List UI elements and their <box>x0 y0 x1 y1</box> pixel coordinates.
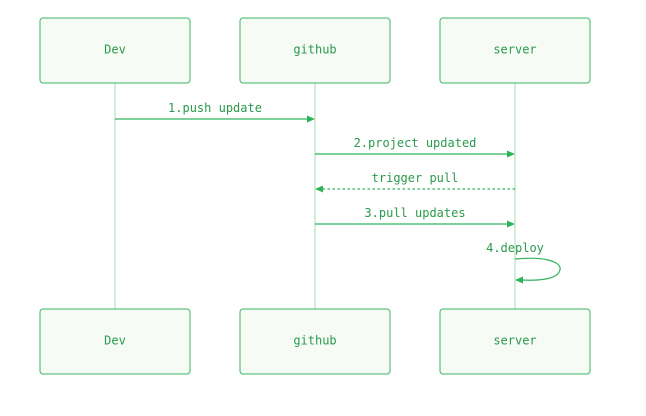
message-1-label: 1.push update <box>168 101 262 115</box>
actor-top-dev-label: Dev <box>104 43 126 57</box>
message-push-update: 1.push update <box>115 101 315 123</box>
actor-top-dev: Dev <box>39 17 191 84</box>
arrowhead <box>507 150 515 158</box>
message-5-label: 4.deploy <box>486 241 544 255</box>
actor-top-server-label: server <box>493 43 536 57</box>
actor-top-github-label: github <box>293 43 336 57</box>
message-3-label: trigger pull <box>372 171 459 185</box>
message-pull-updates: 3.pull updates <box>315 206 515 228</box>
actor-bottom-github-label: github <box>293 334 336 348</box>
actor-top-server: server <box>439 17 591 84</box>
arrowhead <box>307 115 315 123</box>
message-4-label: 3.pull updates <box>364 206 465 220</box>
message-deploy: 4.deploy <box>486 241 561 284</box>
actor-top-github: github <box>239 17 391 84</box>
arrowhead <box>507 220 515 228</box>
actor-bottom-server-label: server <box>493 334 536 348</box>
arrowhead <box>515 276 523 284</box>
actor-bottom-dev: Dev <box>39 308 191 375</box>
arrowhead <box>315 185 323 193</box>
message-2-label: 2.project updated <box>354 136 477 150</box>
actor-bottom-server: server <box>439 308 591 375</box>
actor-bottom-github: github <box>239 308 391 375</box>
actor-bottom-dev-label: Dev <box>104 334 126 348</box>
message-project-updated: 2.project updated <box>315 136 515 158</box>
message-trigger-pull: trigger pull <box>315 171 515 193</box>
